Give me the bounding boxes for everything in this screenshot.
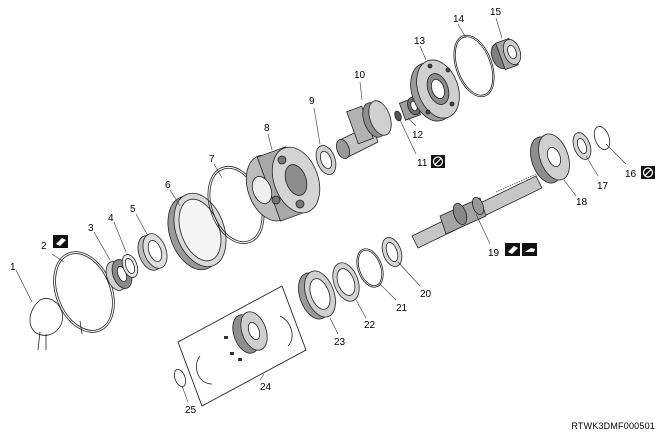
part-5-bearing-race xyxy=(137,233,168,271)
grease-icon xyxy=(505,243,520,256)
callout-6: 6 xyxy=(165,180,171,191)
grease-icon xyxy=(53,235,68,248)
part-2-ring xyxy=(53,251,115,335)
leader-19 xyxy=(475,213,491,245)
part-23-sync-ring xyxy=(298,270,336,320)
leader-1 xyxy=(15,269,33,303)
callout-24: 24 xyxy=(260,382,272,393)
callout-21: 21 xyxy=(396,303,408,314)
part-8-planetary-carrier xyxy=(245,146,321,222)
callout-14: 14 xyxy=(453,14,465,25)
callout-2: 2 xyxy=(41,241,47,252)
leader-21 xyxy=(379,283,397,301)
part-14-snap-ring xyxy=(453,34,495,98)
part-9-thrust-washer xyxy=(315,145,337,175)
part-21-ring xyxy=(356,248,384,288)
leader-18 xyxy=(563,179,577,197)
leader-23 xyxy=(329,317,339,335)
leader-6 xyxy=(169,189,181,207)
part-17-washer xyxy=(572,132,592,160)
callout-8: 8 xyxy=(264,123,270,134)
no-reuse-icon xyxy=(431,155,445,168)
part-1-snap-ring xyxy=(29,298,64,351)
callout-7: 7 xyxy=(209,154,215,165)
leader-8 xyxy=(267,133,273,151)
callout-18: 18 xyxy=(576,197,588,208)
callout-19: 19 xyxy=(488,248,500,259)
part-4-washer xyxy=(121,254,139,278)
oil-can-icon xyxy=(522,243,537,256)
part-10-output-shaft xyxy=(336,100,392,160)
leader-24 xyxy=(259,373,265,381)
leader-5 xyxy=(135,213,149,237)
callout-25: 25 xyxy=(185,405,197,416)
callout-12: 12 xyxy=(412,130,424,141)
leader-2 xyxy=(51,253,65,263)
callout-1: 1 xyxy=(10,262,16,273)
callout-20: 20 xyxy=(420,289,432,300)
part-18-gear xyxy=(530,133,570,184)
part-13-bearing-retainer xyxy=(410,59,460,122)
callout-11: 11 xyxy=(417,158,428,169)
leader-15 xyxy=(495,17,503,39)
callout-16: 16 xyxy=(625,169,637,180)
leader-20 xyxy=(397,261,421,287)
part-11-o-ring xyxy=(394,110,402,122)
part-25-snap-ring xyxy=(173,368,187,388)
callout-23: 23 xyxy=(334,337,346,348)
callout-13: 13 xyxy=(414,36,426,47)
leader-10 xyxy=(359,81,363,101)
diagram-reference-code: RTWK3DMF000501 xyxy=(571,421,655,431)
callout-9: 9 xyxy=(309,96,315,107)
leader-16 xyxy=(605,143,627,165)
part-20-ring xyxy=(381,237,403,267)
no-reuse-icon xyxy=(641,166,655,179)
callout-17: 17 xyxy=(597,181,609,192)
leader-12 xyxy=(407,117,417,127)
part-22-washer xyxy=(332,262,360,302)
callout-3: 3 xyxy=(88,223,94,234)
part-24-sync-assembly-box xyxy=(177,285,307,407)
part-15-bearing xyxy=(490,37,522,71)
leader-14 xyxy=(457,23,467,39)
part-16-snap-ring xyxy=(593,126,611,150)
leader-7 xyxy=(213,163,223,179)
callout-10: 10 xyxy=(354,70,366,81)
leader-13 xyxy=(419,45,427,61)
leader-4 xyxy=(113,221,127,253)
part-19-main-shaft xyxy=(411,173,543,249)
callout-5: 5 xyxy=(130,204,136,215)
leader-17 xyxy=(585,155,599,177)
leader-11 xyxy=(399,119,417,155)
leader-9 xyxy=(313,107,321,145)
callout-22: 22 xyxy=(364,320,376,331)
callout-4: 4 xyxy=(108,213,114,224)
leader-25 xyxy=(181,385,189,403)
leader-3 xyxy=(93,231,111,261)
callout-15: 15 xyxy=(490,7,502,18)
leader-22 xyxy=(355,299,367,319)
